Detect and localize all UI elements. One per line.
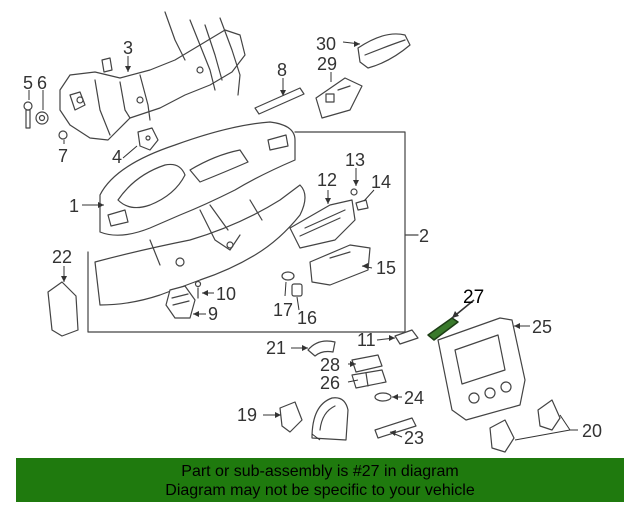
part-7-clip — [58, 130, 68, 140]
label-part-11: 11 — [357, 330, 376, 350]
part-22-side-panel — [47, 281, 79, 337]
label-part-30: 30 — [316, 34, 336, 54]
part-13-clip — [350, 188, 358, 196]
label-part-25: 25 — [532, 317, 552, 337]
label-part-22: 22 — [52, 247, 72, 267]
label-part-17: 17 — [273, 300, 293, 320]
leader-arrowheads — [61, 41, 520, 436]
label-part-12: 12 — [317, 170, 337, 190]
part-18-cluster-bezel — [311, 397, 349, 441]
label-part-1: 1 — [69, 196, 79, 216]
part-29-panel — [315, 77, 363, 119]
label-part-16: 16 — [297, 308, 317, 328]
label-part-23: 23 — [404, 428, 424, 448]
part-23-trim-rail — [374, 417, 417, 439]
part-10-screw — [194, 280, 202, 299]
label-part-27: 27 — [463, 287, 484, 308]
part-25-center-bezel — [437, 317, 526, 421]
part-27-highlighted — [427, 317, 459, 341]
part-15-glovebox-door — [309, 244, 371, 286]
notice-banner: Part or sub-assembly is #27 in diagram D… — [16, 458, 624, 502]
part-5-bolt — [23, 101, 33, 129]
part-6-nut — [35, 111, 49, 125]
part-28-switch — [351, 354, 383, 373]
label-part-13: 13 — [345, 150, 365, 170]
part-1-instrument-panel — [99, 121, 296, 236]
label-part-2: 2 — [419, 226, 429, 246]
label-part-19: 19 — [237, 405, 257, 425]
label-part-5: 5 — [23, 73, 33, 93]
label-part-9: 9 — [208, 304, 218, 324]
label-part-8: 8 — [277, 60, 287, 80]
lower-dash-structure — [94, 184, 306, 306]
part-16-knob — [291, 283, 303, 297]
part-26-switch — [351, 369, 387, 389]
part-20-side-covers — [489, 399, 561, 453]
label-part-6: 6 — [37, 73, 47, 93]
part-30-lid — [357, 33, 411, 69]
label-part-7: 7 — [58, 146, 68, 166]
part-8-trim-strip — [254, 87, 305, 115]
label-part-20: 20 — [582, 421, 602, 441]
part-24-cap — [374, 392, 392, 402]
banner-line-2: Diagram may not be specific to your vehi… — [165, 482, 475, 499]
banner-line-1: Part or sub-assembly is #27 in diagram — [181, 463, 459, 480]
part-14-hinge — [355, 199, 369, 211]
part-9-vent — [165, 285, 196, 319]
label-part-14: 14 — [371, 172, 391, 192]
label-part-21: 21 — [266, 338, 286, 358]
part-11-vent — [394, 329, 419, 345]
part-17-ring — [281, 271, 295, 281]
part-19-bracket — [279, 401, 303, 433]
part-3-crossbeam — [59, 11, 246, 141]
label-part-29: 29 — [317, 54, 337, 74]
part-21-trim — [307, 340, 336, 357]
label-part-15: 15 — [376, 258, 396, 278]
label-part-28: 28 — [320, 355, 340, 375]
label-part-10: 10 — [216, 284, 236, 304]
label-part-3: 3 — [123, 38, 133, 58]
label-part-26: 26 — [320, 373, 340, 393]
part-labels: 1 2 3 4 5 6 7 8 9 10 11 12 13 14 15 16 1… — [23, 34, 602, 448]
part-4-bracket — [137, 127, 159, 151]
label-part-4: 4 — [112, 147, 122, 167]
label-part-24: 24 — [404, 388, 424, 408]
part-12-glovebox-inner — [289, 199, 356, 249]
